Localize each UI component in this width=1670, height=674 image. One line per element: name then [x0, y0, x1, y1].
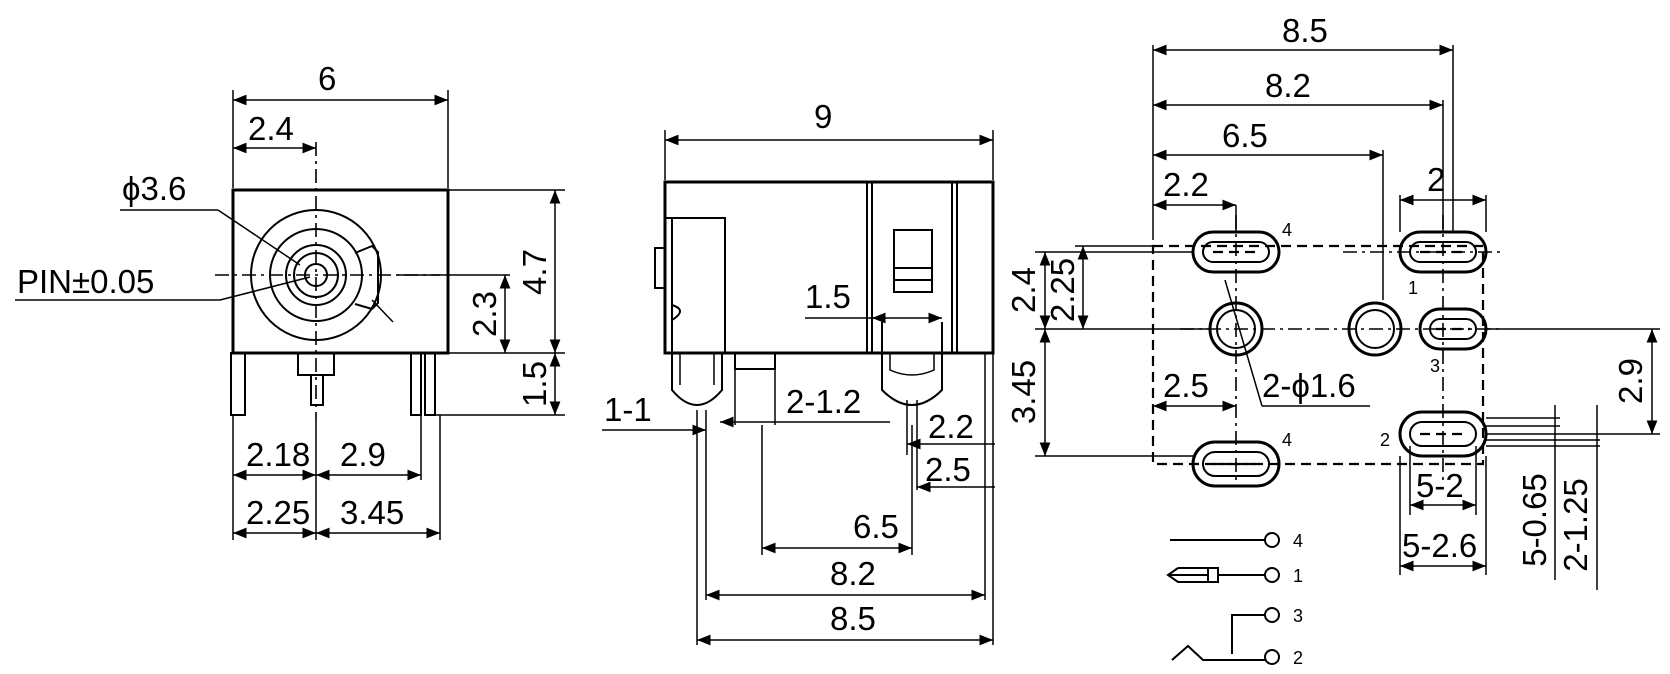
- front-body-outline: [231, 188, 450, 355]
- dim-pcb-right: 2.9: [1612, 358, 1649, 404]
- dim-pcb-spacing: 2.5: [1163, 367, 1209, 404]
- front-pin-right-b: [424, 352, 436, 416]
- dim-pcb-top-d: 2.2: [1163, 166, 1209, 203]
- dim-slot: 1.5: [805, 278, 851, 315]
- side-pin-middle: [734, 352, 776, 370]
- dim-pin-pair: 2-1.2: [786, 383, 861, 420]
- dim-pin: PIN±0.05: [17, 263, 154, 300]
- side-slot: [893, 229, 933, 293]
- front-pin-center: [310, 374, 324, 406]
- dim-center-height: 2.3: [466, 291, 503, 337]
- dim-pin-length: 1.5: [516, 361, 553, 407]
- dim-slot-d: 2-1.25: [1557, 478, 1594, 572]
- dim-pcb-hole: 2-ϕ1.6: [1262, 367, 1356, 404]
- pad-label-2: 2: [1380, 430, 1390, 450]
- dim-pin-a: 2.18: [246, 436, 310, 473]
- pad-label-4-top: 4: [1282, 220, 1292, 240]
- dim-width: 6: [318, 60, 336, 97]
- dim-pcb-top-a: 8.5: [1282, 12, 1328, 49]
- schematic-pin-3: 3: [1293, 606, 1303, 626]
- dim-side-pin-b: 2.5: [925, 451, 971, 488]
- dim-pcb-left-b: 2.25: [1044, 258, 1081, 322]
- dim-pcb-top-c: 6.5: [1222, 117, 1268, 154]
- dim-pin-width: 1-1: [604, 391, 652, 428]
- pad-label-4-bottom: 4: [1282, 430, 1292, 450]
- side-pin-right: [881, 353, 943, 406]
- dim-pin-d: 3.45: [340, 494, 404, 531]
- dim-pin-c: 2.25: [246, 494, 310, 531]
- terminal-4: [1264, 532, 1280, 548]
- dim-slot-b: 5-2.6: [1402, 527, 1477, 564]
- switch-symbol: [1171, 644, 1265, 661]
- dim-pcb-top-e: 2: [1427, 161, 1445, 198]
- side-pin-left: [671, 353, 723, 406]
- dim-slot-a: 5-2: [1416, 467, 1464, 504]
- schematic-pin-2: 2: [1293, 648, 1303, 668]
- pad-label-3: 3: [1430, 356, 1440, 376]
- dim-offset: 2.4: [248, 110, 294, 147]
- front-view: 6 2.4 ϕ3.6 PIN±0.05 4.7 2.3 1.5 2.18 2.9…: [15, 60, 565, 540]
- plug-symbol: [1166, 567, 1209, 583]
- front-pin-left: [230, 352, 246, 416]
- front-pin-right-a: [410, 352, 422, 416]
- dim-pcb-left-c: 3.45: [1005, 360, 1042, 424]
- dim-pin-b: 2.9: [340, 436, 386, 473]
- terminal-2: [1264, 649, 1280, 665]
- dim-slot-c: 5-0.65: [1516, 473, 1553, 567]
- dim-side-pin-a: 2.2: [928, 408, 974, 445]
- side-body-outline: [663, 180, 995, 355]
- contact-spring: [354, 244, 379, 311]
- pcb-outline: [1151, 244, 1485, 466]
- terminal-1: [1264, 567, 1280, 583]
- schematic-pin-1: 1: [1293, 566, 1303, 586]
- side-view: 9 1.5 1-1 2-1.2 2.2 2.5 6.5 8.2 8.5: [602, 98, 995, 646]
- side-front-tab: [654, 247, 666, 289]
- dim-span-b: 8.2: [830, 555, 876, 592]
- dim-height: 4.7: [516, 249, 553, 295]
- dim-diameter: ϕ3.6: [122, 170, 186, 207]
- pcb-layout: 4 1 3 2 4 8.5 8.2 6.5 2.2 2 2.4 2.25 3.4…: [1005, 12, 1660, 590]
- pad-label-1: 1: [1408, 278, 1418, 298]
- dim-span-c: 8.5: [830, 600, 876, 637]
- terminal-3: [1264, 607, 1280, 623]
- dim-length: 9: [814, 98, 832, 135]
- dim-pcb-left-a: 2.4: [1005, 267, 1042, 313]
- schematic-pin-4: 4: [1293, 531, 1303, 551]
- dim-pcb-top-b: 8.2: [1265, 67, 1311, 104]
- dim-span-a: 6.5: [853, 508, 899, 545]
- schematic: 4 1 3 2: [1166, 531, 1303, 668]
